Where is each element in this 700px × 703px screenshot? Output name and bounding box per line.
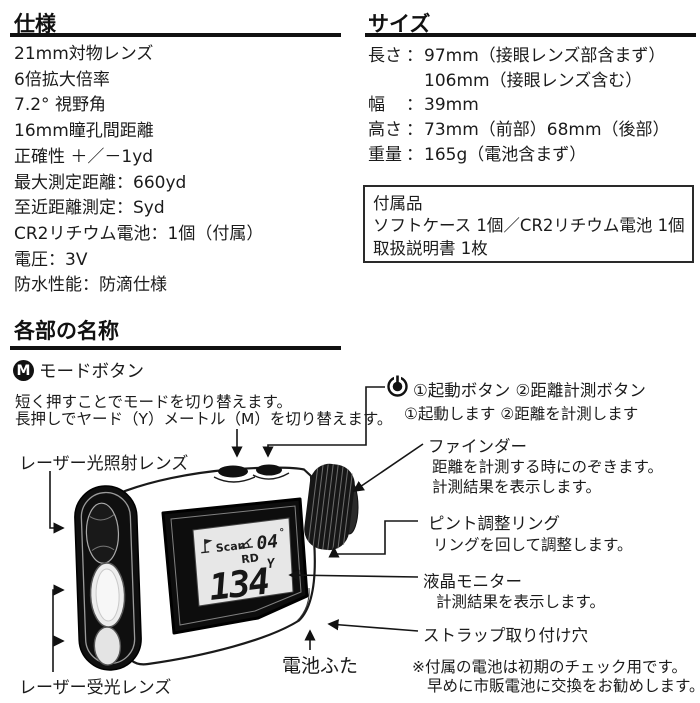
mode-button-label: モードボタン (39, 362, 144, 382)
size-row-label: 高さ (368, 120, 402, 141)
size-row: 重量：165g（電池含まず） (368, 143, 698, 168)
finder-leader (352, 443, 424, 492)
lcd-mode-indicator: RD (241, 551, 260, 566)
device-diagram: Scan 04 ° RD 134 Y (49, 386, 424, 672)
mode-button-desc2: 長押しでヤード（Y）メートル（M）を切り替えます。 (15, 410, 393, 428)
laser-emit-label: レーザー光照射レンズ (19, 454, 189, 474)
size-row: 長さ：97mm（接眼レンズ部含まず） (368, 44, 698, 69)
spec-item: 21mm対物レンズ (14, 44, 154, 64)
laser-emit-leader (49, 471, 65, 534)
lcd-degree-sign: ° (279, 527, 285, 538)
spec-item: 正確性 ＋／－1yd (14, 146, 154, 167)
focus-ring (304, 463, 355, 551)
spec-list: 21mm対物レンズ 6倍拡大倍率 7.2° 視野角 16mm瞳孔間距離 正確性 … (14, 42, 263, 299)
laser-receive-leader-1 (52, 584, 65, 672)
size-row-label: 長さ (368, 46, 402, 66)
spec-item: 最大測定距離：660yd (14, 172, 187, 193)
finder-desc2: 計測結果を表示します。 (432, 478, 601, 496)
power-icon (387, 375, 408, 397)
spec-item: 至近距離測定：Syd (14, 198, 165, 219)
button-base (213, 476, 256, 483)
lcd-unit: Y (266, 556, 277, 572)
size-row: 高さ：73mm（前部）68mm（後部） (368, 118, 698, 143)
lcd-distance-value: 134 (207, 561, 271, 608)
lcd-monitor-desc: 計測結果を表示します。 (436, 593, 605, 611)
size-row-colon: ： (406, 120, 423, 141)
spec-item: 16mm瞳孔間距離 (14, 121, 154, 142)
battery-cover-seam (296, 587, 310, 622)
size-row: 幅 ：39mm (368, 93, 698, 118)
lcd-monitor-label: 液晶モニター (423, 572, 522, 591)
angle-icon (239, 537, 253, 549)
size-title-rule (365, 33, 696, 37)
spec-item: 7.2° 視野角 (14, 95, 106, 116)
size-row-label: 重量 (368, 144, 402, 165)
focus-ring-desc: リングを回して調整します。 (433, 536, 633, 554)
battery-cover-label: 電池ふた (282, 655, 359, 677)
rangefinder-illustration: Scan 04 ° RD 134 Y (74, 463, 359, 671)
strap-hole-label: ストラップ取り付け穴 (423, 626, 588, 645)
spec-item: 6倍拡大倍率 (14, 69, 110, 90)
power-button-label: ①起動ボタン ②距離計測ボタン (413, 381, 646, 400)
spec-title-rule (10, 33, 341, 37)
lcd-scan-label: Scan (215, 539, 246, 555)
mode-button-desc1: 短く押すことでモードを切り替えます。 (15, 393, 292, 411)
device-mode-button (218, 465, 248, 478)
accessories-box: 付属品 ソフトケース 1個／CR2リチウム電池 1個 取扱説明書 1枚 (363, 185, 694, 263)
size-row-label (368, 69, 406, 94)
device-power-button (256, 464, 282, 476)
power-button-desc: ①起動します ②距離を計測します (404, 405, 639, 423)
accessories-line: ソフトケース 1個／CR2リチウム電池 1個 (373, 216, 685, 236)
accessories-line: 取扱説明書 1枚 (373, 238, 488, 258)
size-row-colon: ： (406, 144, 423, 165)
size-row-value: 97mm（接眼レンズ部含まず） (424, 46, 666, 66)
size-row-colon: ： (406, 95, 423, 116)
focus-ring-leader (328, 520, 418, 558)
size-row-value: 39mm (424, 95, 479, 116)
laser-receive-label: レーザー受光レンズ (19, 678, 172, 698)
finder-label: ファインダー (428, 437, 527, 456)
power-button-leader (262, 386, 385, 458)
mode-button-callout: M モードボタン (13, 358, 144, 383)
callout-lines (49, 386, 424, 672)
spec-item: 電圧：3V (14, 249, 88, 270)
size-section-title: サイズ (368, 12, 431, 36)
strap-leader (327, 619, 419, 632)
parts-title-rule (10, 346, 341, 350)
front-lens-panel (74, 485, 142, 671)
battery-note-line1: ※付属の電池は初期のチェック用です。 (412, 658, 687, 676)
size-row-label: 幅 (368, 95, 385, 116)
spec-section-title: 仕様 (14, 12, 56, 36)
size-row-value: 165g（電池含まず） (424, 144, 587, 165)
golf-pin-icon (201, 539, 213, 554)
spec-item: CR2リチウム電池：1個（付属） (14, 223, 264, 244)
button-base (252, 472, 290, 480)
lcd-leader (288, 569, 419, 581)
battery-note-line2: 早めに市販電池に交換をお勧めします。 (427, 677, 700, 695)
parts-section-title: 各部の名称 (14, 319, 119, 343)
finder-desc1: 距離を計測する時にのぞきます。 (432, 458, 663, 476)
size-table: 長さ：97mm（接眼レンズ部含まず） 106mm（接眼レンズ含む） 幅：39mm… (368, 44, 698, 168)
accessories-title: 付属品 (373, 194, 423, 213)
size-row: 106mm（接眼レンズ含む） (368, 69, 698, 94)
focus-ring-label: ピント調整リング (428, 514, 560, 533)
lcd-screen (192, 517, 294, 607)
size-row-colon (406, 69, 424, 94)
laser-receive-lens (93, 626, 122, 666)
spec-item: 防水性能：防滴仕様 (14, 275, 167, 296)
lcd-content: Scan 04 ° RD 134 Y (201, 527, 285, 609)
size-row-colon: ： (406, 46, 423, 66)
size-row-value: 73mm（前部）68mm（後部） (424, 120, 670, 141)
size-row-value: 106mm（接眼レンズ含む） (424, 70, 643, 91)
lcd-bezel-inner-line (170, 505, 302, 626)
lcd-angle-value: 04 (255, 531, 279, 554)
mode-button-icon: M (13, 360, 34, 381)
